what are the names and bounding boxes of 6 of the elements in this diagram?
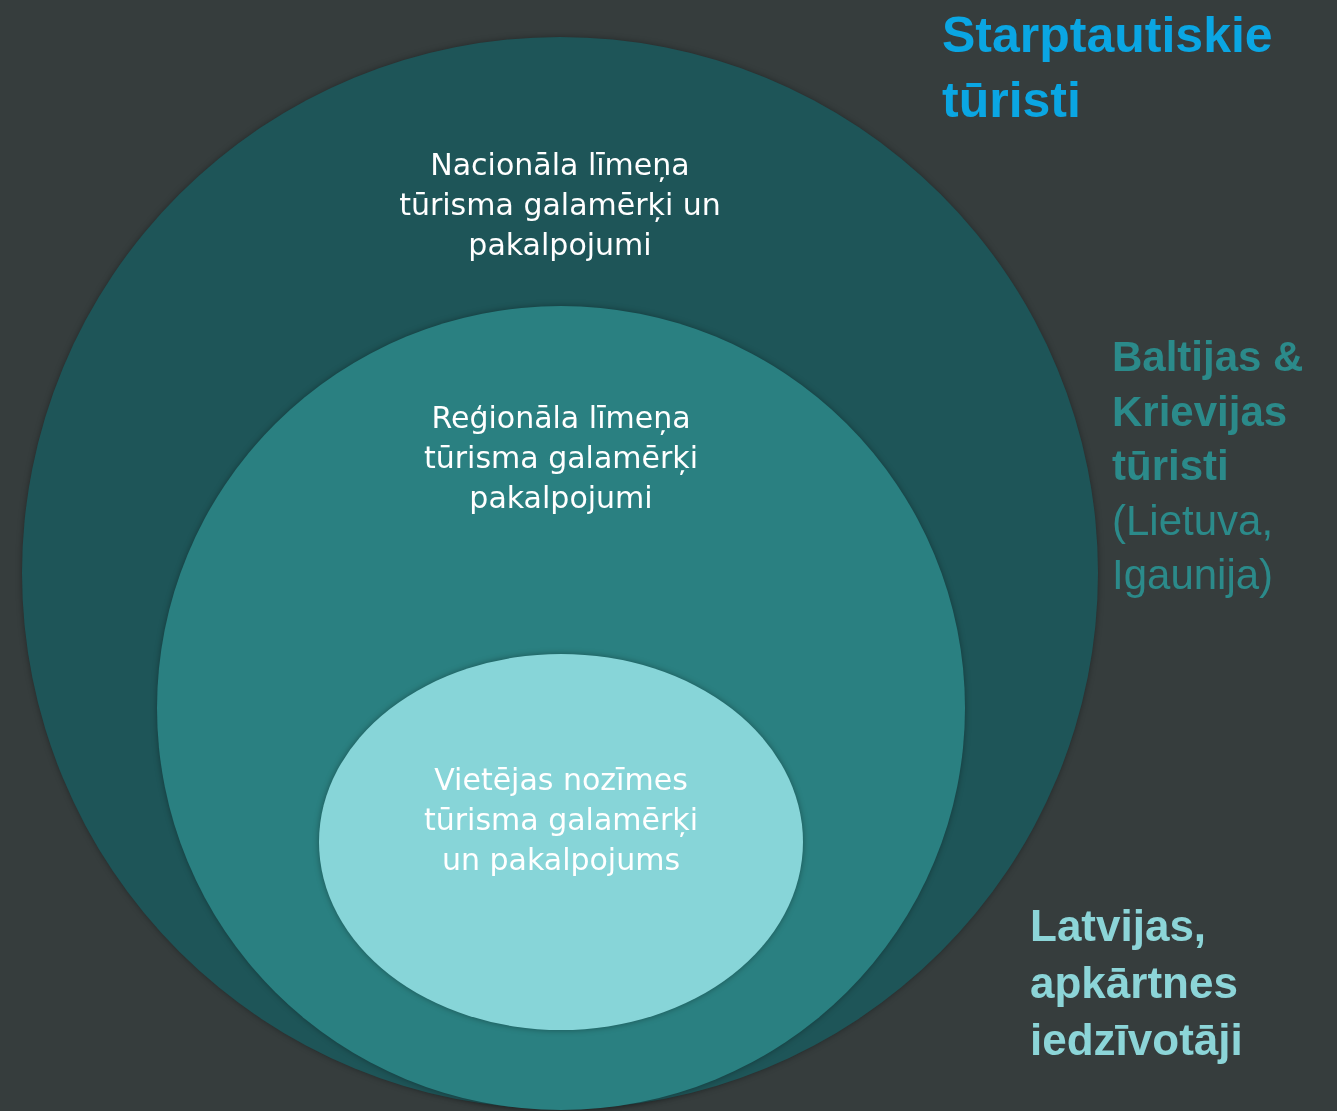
region-label: Nacionāla līmeņa tūrisma galamērķi un pakalpojumi [398,146,722,264]
audience-label: Latvijas, apkārtnes iedzīvotāji [1030,900,1244,1067]
audience-label: Starptautiskie tūristi [942,6,1274,130]
region-label: Reģionāla līmeņa tūrisma galamērķi pakalpojumi [422,399,700,517]
audience-label: Baltijas & Krievijas tūristi (Lietuva, Igaunija) [1112,332,1305,601]
region-label: Vietējas nozīmes tūrisma galamērķi un pakalpojums [422,761,700,879]
